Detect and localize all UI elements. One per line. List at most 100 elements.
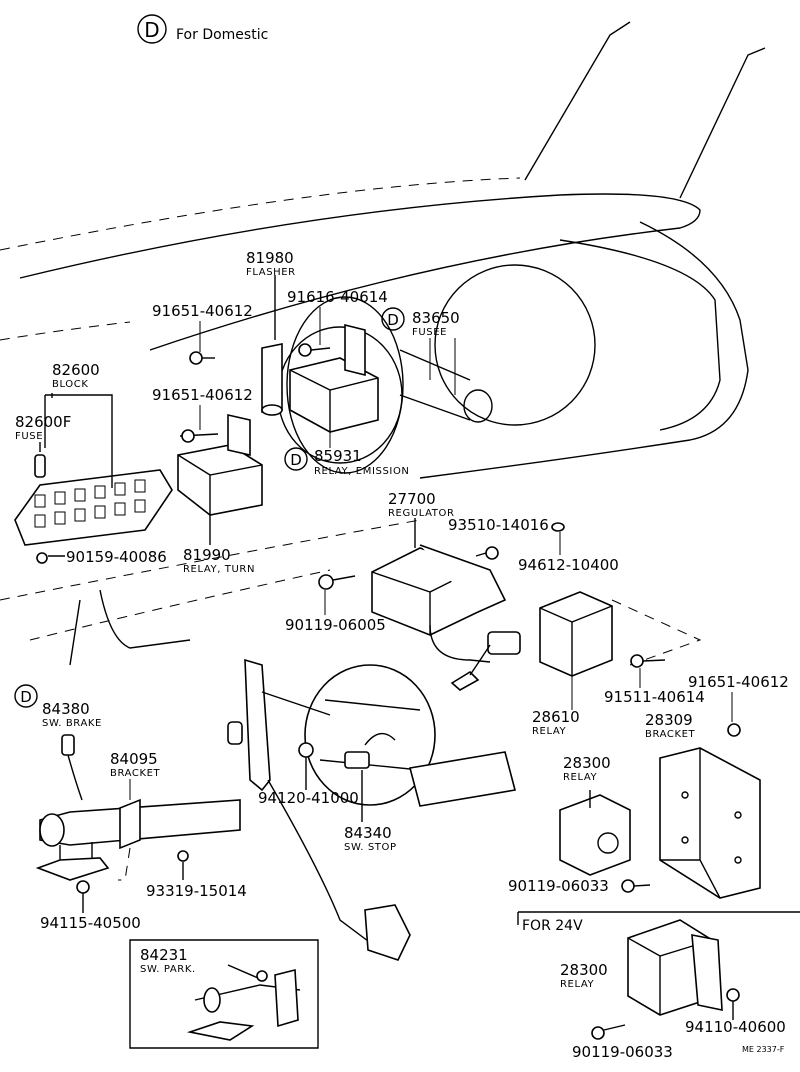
label-94612: 94612-10400	[518, 532, 619, 574]
svg-text:FUSE: FUSE	[15, 431, 43, 442]
svg-text:28300: 28300	[560, 961, 608, 979]
svg-text:85931: 85931	[314, 447, 362, 465]
svg-text:REGULATOR: REGULATOR	[388, 508, 455, 519]
part-labels: 81980 FLASHER 91651-40612 91616-40614 D …	[14, 249, 789, 1061]
label-28300-b: 28300 RELAY	[560, 961, 608, 990]
svg-text:BRACKET: BRACKET	[110, 768, 161, 779]
inset-title: FOR 24V	[522, 918, 583, 934]
label-83650: D 83650 FUSEE	[381, 307, 460, 395]
label-85931-badge-letter: D	[290, 451, 302, 469]
svg-text:82600F: 82600F	[15, 413, 71, 431]
page-title: For Domestic	[176, 27, 268, 43]
svg-text:91651-40612: 91651-40612	[152, 386, 253, 404]
label-84380-badge-letter: D	[20, 688, 32, 706]
svg-text:BLOCK: BLOCK	[52, 379, 89, 390]
label-82600: 82600 BLOCK	[52, 361, 100, 390]
svg-text:91616-40614: 91616-40614	[287, 288, 388, 306]
regulator	[318, 518, 565, 691]
svg-text:94120-41000: 94120-41000	[258, 789, 359, 807]
footer-code: ME 2337-F	[742, 1045, 785, 1054]
label-28300-a: 28300 RELAY	[563, 754, 611, 783]
svg-text:81980: 81980	[246, 249, 294, 267]
svg-text:90119-06033: 90119-06033	[572, 1043, 673, 1061]
svg-text:84231: 84231	[140, 946, 188, 964]
svg-text:RELAY: RELAY	[532, 726, 567, 737]
label-93510: 93510-14016	[448, 516, 549, 534]
svg-text:FLASHER: FLASHER	[246, 267, 296, 278]
label-84231: 84231 SW. PARK.	[140, 946, 196, 975]
svg-text:93510-14016: 93510-14016	[448, 516, 549, 534]
svg-text:84340: 84340	[344, 824, 392, 842]
svg-text:FUSEE: FUSEE	[412, 327, 447, 338]
relay-emission	[286, 296, 404, 474]
label-91616: 91616-40614	[287, 288, 388, 345]
svg-text:RELAY: RELAY	[560, 979, 595, 990]
label-84380-badge	[14, 684, 38, 708]
label-84380: D 84380 SW. BRAKE	[14, 684, 102, 729]
svg-text:94115-40500: 94115-40500	[40, 914, 141, 932]
label-27700: 27700 REGULATOR	[388, 490, 455, 519]
label-84340: 84340 SW. STOP	[344, 824, 397, 853]
label-83650-badge-letter: D	[387, 311, 399, 329]
bracket-28309	[659, 747, 761, 899]
svg-text:84380: 84380	[42, 700, 90, 718]
label-90119-b: 90119-06033	[508, 877, 609, 895]
for-24v-inset	[517, 911, 800, 1040]
label-85931-badge	[284, 447, 308, 471]
relay-28610	[539, 591, 741, 737]
label-94110: 94110-40600	[685, 1018, 786, 1036]
label-85931: D 85931 RELAY, EMISSION	[284, 432, 410, 477]
label-93319: 93319-15014	[146, 882, 247, 900]
svg-text:SW. BRAKE: SW. BRAKE	[42, 718, 102, 729]
svg-text:28300: 28300	[563, 754, 611, 772]
label-91651-a: 91651-40612	[152, 302, 253, 352]
label-90119-c: 90119-06033	[572, 1043, 673, 1061]
svg-text:82600: 82600	[52, 361, 100, 379]
label-82600f: 82600F FUSE	[15, 413, 71, 442]
svg-text:81990: 81990	[183, 546, 231, 564]
label-84095: 84095 BRACKET	[110, 750, 161, 800]
svg-text:93319-15014: 93319-15014	[146, 882, 247, 900]
domestic-badge-circle	[137, 14, 167, 44]
relay-turn	[177, 413, 263, 545]
header: D For Domestic	[137, 14, 268, 44]
svg-text:84095: 84095	[110, 750, 158, 768]
svg-text:BRACKET: BRACKET	[645, 729, 696, 740]
svg-text:90159-40086: 90159-40086	[66, 548, 167, 566]
label-28610: 28610 RELAY	[532, 676, 580, 737]
relay-28300	[559, 790, 651, 893]
label-83650-badge	[381, 307, 405, 331]
domestic-badge-letter: D	[144, 18, 159, 42]
label-81990: 81990 RELAY, TURN	[183, 546, 255, 575]
svg-text:83650: 83650	[412, 309, 460, 327]
label-91511: 91511-40614	[604, 668, 705, 706]
brake-switch-group	[35, 734, 241, 913]
label-90119-a: 90119-06005	[285, 590, 386, 634]
svg-text:94612-10400: 94612-10400	[518, 556, 619, 574]
svg-text:94110-40600: 94110-40600	[685, 1018, 786, 1036]
svg-text:91651-40612: 91651-40612	[688, 673, 789, 691]
svg-text:RELAY, TURN: RELAY, TURN	[183, 564, 255, 575]
svg-text:28309: 28309	[645, 711, 693, 729]
fuse-block	[14, 393, 173, 564]
label-91651-b: 91651-40612	[152, 386, 253, 430]
flasher	[189, 275, 283, 416]
svg-text:SW. STOP: SW. STOP	[344, 842, 397, 853]
svg-text:RELAY: RELAY	[563, 772, 598, 783]
svg-text:90119-06005: 90119-06005	[285, 616, 386, 634]
svg-text:91511-40614: 91511-40614	[604, 688, 705, 706]
label-94120: 94120-41000	[258, 758, 359, 807]
park-switch-inset	[129, 939, 319, 1049]
label-28309: 28309 BRACKET	[645, 711, 696, 740]
svg-text:91651-40612: 91651-40612	[152, 302, 253, 320]
dashboard-outline	[0, 21, 766, 666]
label-81980: 81980 FLASHER	[246, 249, 296, 278]
svg-text:SW. PARK.: SW. PARK.	[140, 964, 196, 975]
label-91651-c: 91651-40612	[688, 673, 789, 722]
label-90159: 90159-40086	[66, 548, 167, 566]
svg-text:RELAY, EMISSION: RELAY, EMISSION	[314, 466, 410, 477]
label-94115: 94115-40500	[40, 914, 141, 932]
svg-text:90119-06033: 90119-06033	[508, 877, 609, 895]
svg-text:28610: 28610	[532, 708, 580, 726]
